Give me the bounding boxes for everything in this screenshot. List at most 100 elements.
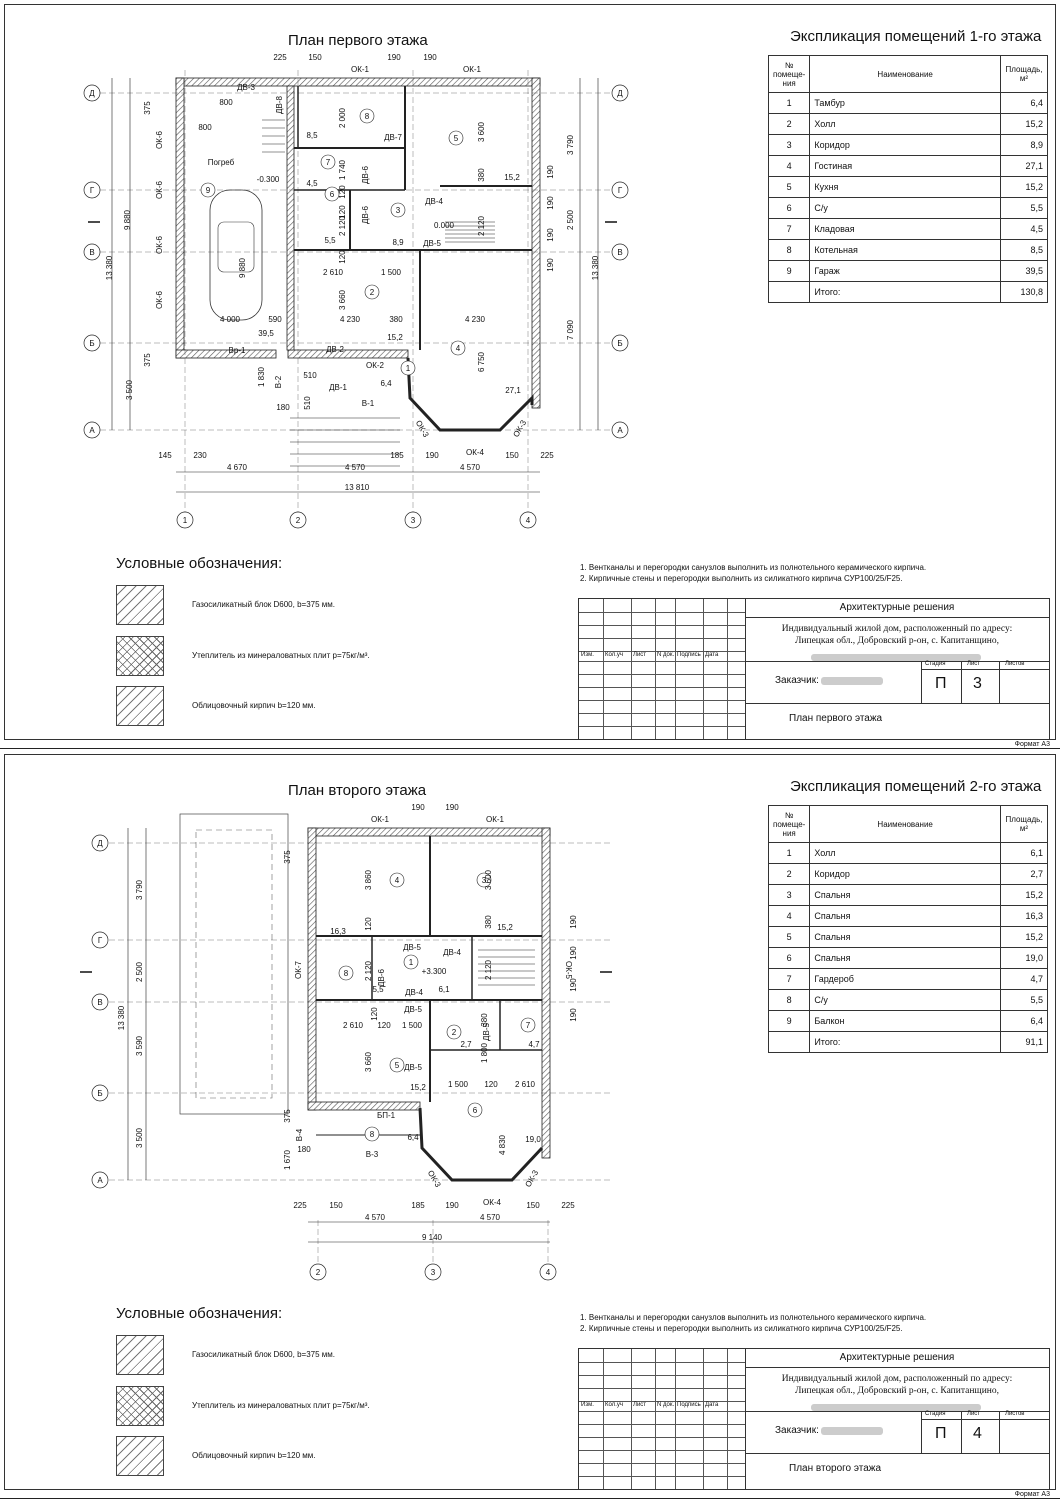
room-area: 2,7: [1000, 863, 1048, 885]
interior-dimension: 380: [389, 315, 403, 324]
interior-dimension: 4 230: [340, 315, 361, 324]
room-name: Гостиная: [809, 155, 1001, 177]
stamp-grid-line: [579, 1437, 745, 1438]
axis-label: 3: [411, 516, 416, 525]
plan-label: 190: [423, 53, 437, 62]
stamp-grid-line: [579, 726, 745, 727]
room-number: 4: [456, 344, 461, 353]
interior-dimension: 6 750: [477, 351, 486, 372]
interior-dimension: 3 860: [364, 869, 373, 890]
axis-label: В: [617, 248, 622, 257]
axis-marker: [424, 1263, 442, 1281]
stamp-cell-line: [961, 1411, 962, 1453]
plan-label: 190: [445, 803, 459, 812]
axis-marker: [91, 993, 109, 1011]
interior-dimension: 590: [268, 315, 282, 324]
room-text: 5,5: [324, 236, 336, 245]
room-number-marker: [520, 1017, 536, 1033]
stamp-col-header: Дата: [705, 1402, 719, 1408]
room-text: 6,4: [407, 1133, 419, 1142]
axis-label: 2: [316, 1268, 321, 1277]
stamp-col-header: Подпись: [677, 1402, 701, 1408]
stamp-divider: [745, 599, 746, 739]
axis-label: Д: [617, 89, 623, 98]
room-text: 800: [219, 98, 233, 107]
axis-marker: [91, 931, 109, 949]
stamp-grid-line: [603, 1349, 604, 1489]
address-line: Липецкая обл., Добровский р-он, с. Капит…: [794, 636, 1000, 646]
window-label: ОК-1: [371, 815, 390, 824]
legend-title: Условные обозначения:: [116, 1305, 283, 1322]
axis-label: Д: [97, 839, 103, 848]
interior-dimension: 180: [276, 403, 290, 412]
door-label: ДВ-4: [405, 988, 423, 997]
room-number-marker: [448, 130, 464, 146]
stamp-grid-line: [579, 638, 745, 639]
room-number-marker: [324, 186, 340, 202]
legend-text: Утеплитель из минераловатных плит p=75кг…: [192, 1401, 370, 1410]
room-text: 4,7: [528, 1040, 540, 1049]
room-text: +3.300: [422, 967, 447, 976]
axis-label: Б: [617, 339, 622, 348]
plan-label: 190: [569, 915, 578, 929]
plan-label: 375: [283, 1109, 292, 1123]
stage-value: П: [935, 675, 947, 692]
wall: [175, 349, 277, 359]
room-number: 7: [326, 158, 331, 167]
stamp-grid-line: [631, 1349, 632, 1489]
door-label: ДВ-8: [275, 96, 284, 114]
axis-marker: [611, 421, 629, 439]
plan-label: 9 880: [123, 209, 132, 230]
plan-label: 4 570: [365, 1213, 386, 1222]
room-name: С/у: [809, 989, 1001, 1011]
plan-title: План первого этажа: [288, 32, 428, 49]
total-value: 91,1: [1000, 1031, 1048, 1053]
axis-marker: [289, 511, 307, 529]
stamp-grid-line: [631, 599, 632, 739]
axis-marker: [83, 334, 101, 352]
stamp-grid-line: [579, 1411, 745, 1412]
legend-text: Утеплитель из минераловатных плит p=75кг…: [192, 651, 370, 660]
plan-label: 225: [540, 451, 554, 460]
room-area: 6,4: [1000, 92, 1048, 114]
stamp-grid-line: [579, 612, 745, 613]
room-name: Тамбур: [809, 92, 1001, 114]
window-label: ОК-6: [155, 235, 164, 254]
door-label: ДВ-4: [443, 948, 461, 957]
interior-dimension: 120: [364, 917, 373, 931]
interior-dimension: 1 670: [283, 1149, 292, 1170]
axis-label: Д: [89, 89, 95, 98]
section-label: Архитектурные решения: [839, 1352, 955, 1363]
room-text: 6,1: [438, 985, 450, 994]
room-area: 15,2: [1000, 884, 1048, 906]
drawing-frame: [4, 754, 1056, 1490]
stamp-col-header: Изм.: [581, 652, 594, 658]
interior-dimension: 120: [338, 185, 347, 199]
room-area: 16,3: [1000, 905, 1048, 927]
sheet-number: 4: [973, 1425, 982, 1442]
room-number: 6: [767, 197, 811, 219]
axis-label: 4: [526, 516, 531, 525]
plan-label: 4 570: [460, 463, 481, 472]
interior-dimension: 1 500: [448, 1080, 469, 1089]
room-number-marker: [200, 182, 216, 198]
stamp-line: [745, 1411, 1049, 1412]
door-label: БП-1: [377, 1111, 396, 1120]
room-area: 15,2: [1000, 926, 1048, 948]
plan-title: План второго этажа: [288, 782, 427, 799]
door-label: В-3: [366, 1150, 379, 1159]
door-label: ДВ-3: [237, 83, 255, 92]
room-number: 4: [395, 876, 400, 885]
room-name: Спальня: [809, 926, 1001, 948]
plan-label: 185: [411, 1201, 425, 1210]
room-name: Холл: [809, 842, 1001, 864]
room-number: 7: [526, 1021, 531, 1030]
col-name: Наименование: [809, 55, 1001, 93]
plan-label: 7 090: [566, 319, 575, 340]
stamp-grid-line: [579, 661, 745, 662]
room-number: 1: [406, 364, 411, 373]
